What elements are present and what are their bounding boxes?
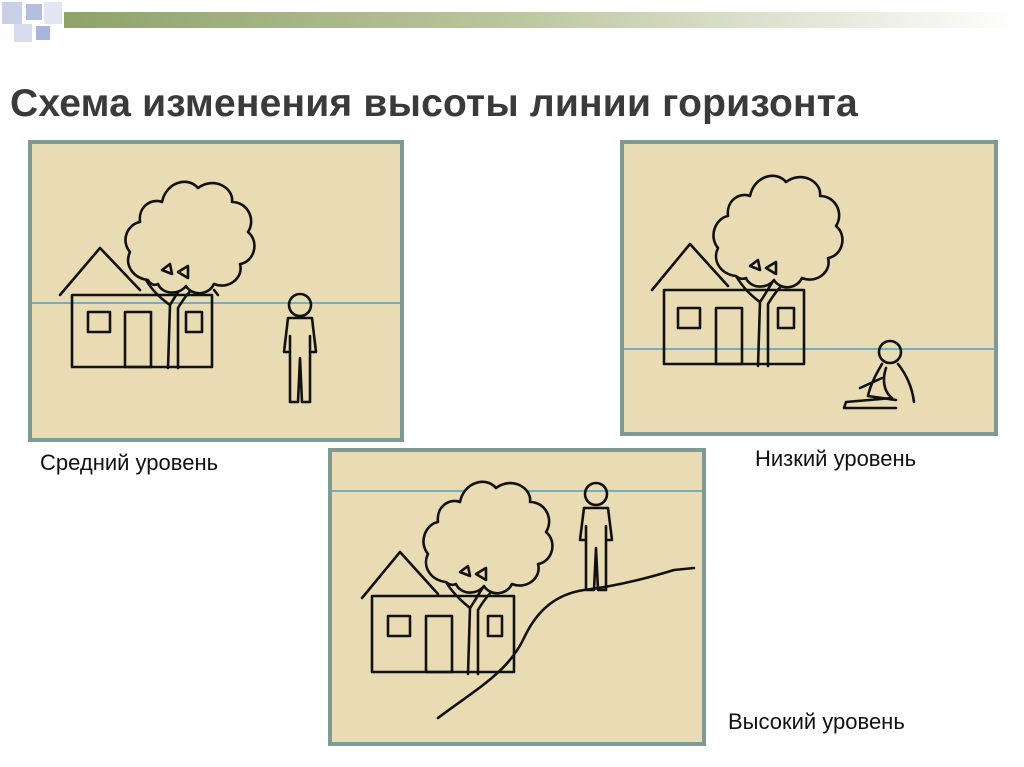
caption-low: Низкий уровень — [755, 446, 917, 471]
decor-square-1 — [2, 2, 22, 24]
panel-high — [328, 448, 706, 746]
caption-medium: Средний уровень — [40, 450, 219, 475]
slide-title: Схема изменения высоты линии горизонта — [10, 82, 858, 125]
decor-square-3 — [44, 2, 62, 24]
decor-top-bar — [64, 12, 1022, 28]
caption-high: Высокий уровень — [728, 709, 905, 734]
decor-square-2 — [26, 4, 42, 20]
decor-square-5 — [36, 26, 50, 40]
decor-square-4 — [14, 24, 32, 42]
panel-high-illustration — [328, 448, 706, 746]
panel-low-illustration — [620, 140, 998, 436]
panel-medium — [28, 140, 404, 442]
panel-low — [620, 140, 998, 436]
panel-medium-illustration — [28, 140, 404, 442]
